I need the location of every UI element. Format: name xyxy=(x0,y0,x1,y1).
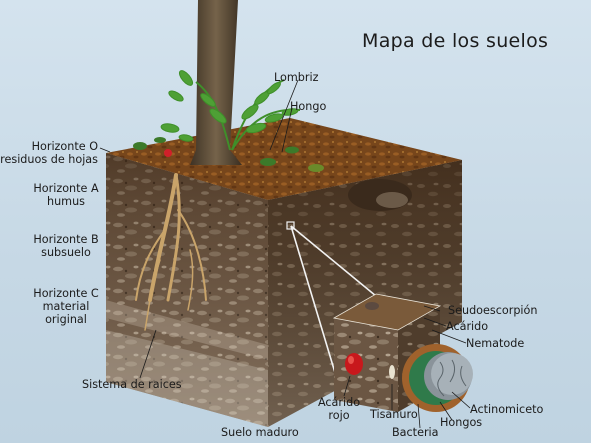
horizon-b-name: Horizonte B xyxy=(33,233,99,246)
horizon-o-name: Horizonte O xyxy=(31,140,98,153)
earthworm-label: Lombriz xyxy=(274,71,319,84)
fungus-label: Hongo xyxy=(290,100,327,113)
zoom-source-marker xyxy=(286,221,295,230)
root-system xyxy=(135,173,207,331)
diagram-title: Mapa de los suelos xyxy=(362,30,549,52)
horizon-a-name: Horizonte A xyxy=(33,182,99,195)
horizon-a-desc: humus xyxy=(47,195,85,208)
red-mite-label: Acárido rojo xyxy=(316,396,362,422)
leader-lines xyxy=(99,79,471,429)
small-plants xyxy=(133,137,324,172)
horizon-c-name: Horizonte C xyxy=(33,287,99,300)
horizon-c-desc-2: original xyxy=(45,313,87,326)
fungi-label: Hongos xyxy=(440,416,483,429)
zoom-connector xyxy=(290,225,377,377)
red-mite-label-line2: rojo xyxy=(328,409,350,422)
microscope-inset xyxy=(402,344,473,412)
horizon-a-label: Horizonte A humus xyxy=(18,182,114,208)
nematode-label: Nematode xyxy=(466,337,525,350)
pseudoscorpion xyxy=(365,302,379,310)
horizon-b-label: Horizonte B subsuelo xyxy=(18,233,114,259)
actinomycete-label: Actinomiceto xyxy=(470,403,544,416)
soil-side-face xyxy=(268,160,462,427)
soil-top-surface xyxy=(106,118,462,211)
horizon-c-desc: material xyxy=(42,300,90,313)
red-mite xyxy=(345,353,363,375)
tree-trunk xyxy=(190,0,242,165)
springtail-label: Tisanuro xyxy=(370,408,418,421)
red-mite-label-line1: Acárido xyxy=(317,396,361,409)
horizon-b-desc: subsuelo xyxy=(41,246,91,259)
root-system-label: Sistema de raices xyxy=(82,378,182,391)
springtail xyxy=(389,365,395,379)
mite-label: Acárido xyxy=(446,320,489,333)
horizon-c-label: Horizonte C material original xyxy=(18,287,114,326)
pseudoscorpion-label: Seudoescorpión xyxy=(448,304,538,317)
bacteria-label: Bacteria xyxy=(392,426,439,439)
horizon-o-desc: residuos de hojas xyxy=(0,153,98,166)
mature-soil-label: Suelo maduro xyxy=(221,426,299,439)
horizon-o-label: Horizonte O residuos de hojas xyxy=(0,140,98,166)
